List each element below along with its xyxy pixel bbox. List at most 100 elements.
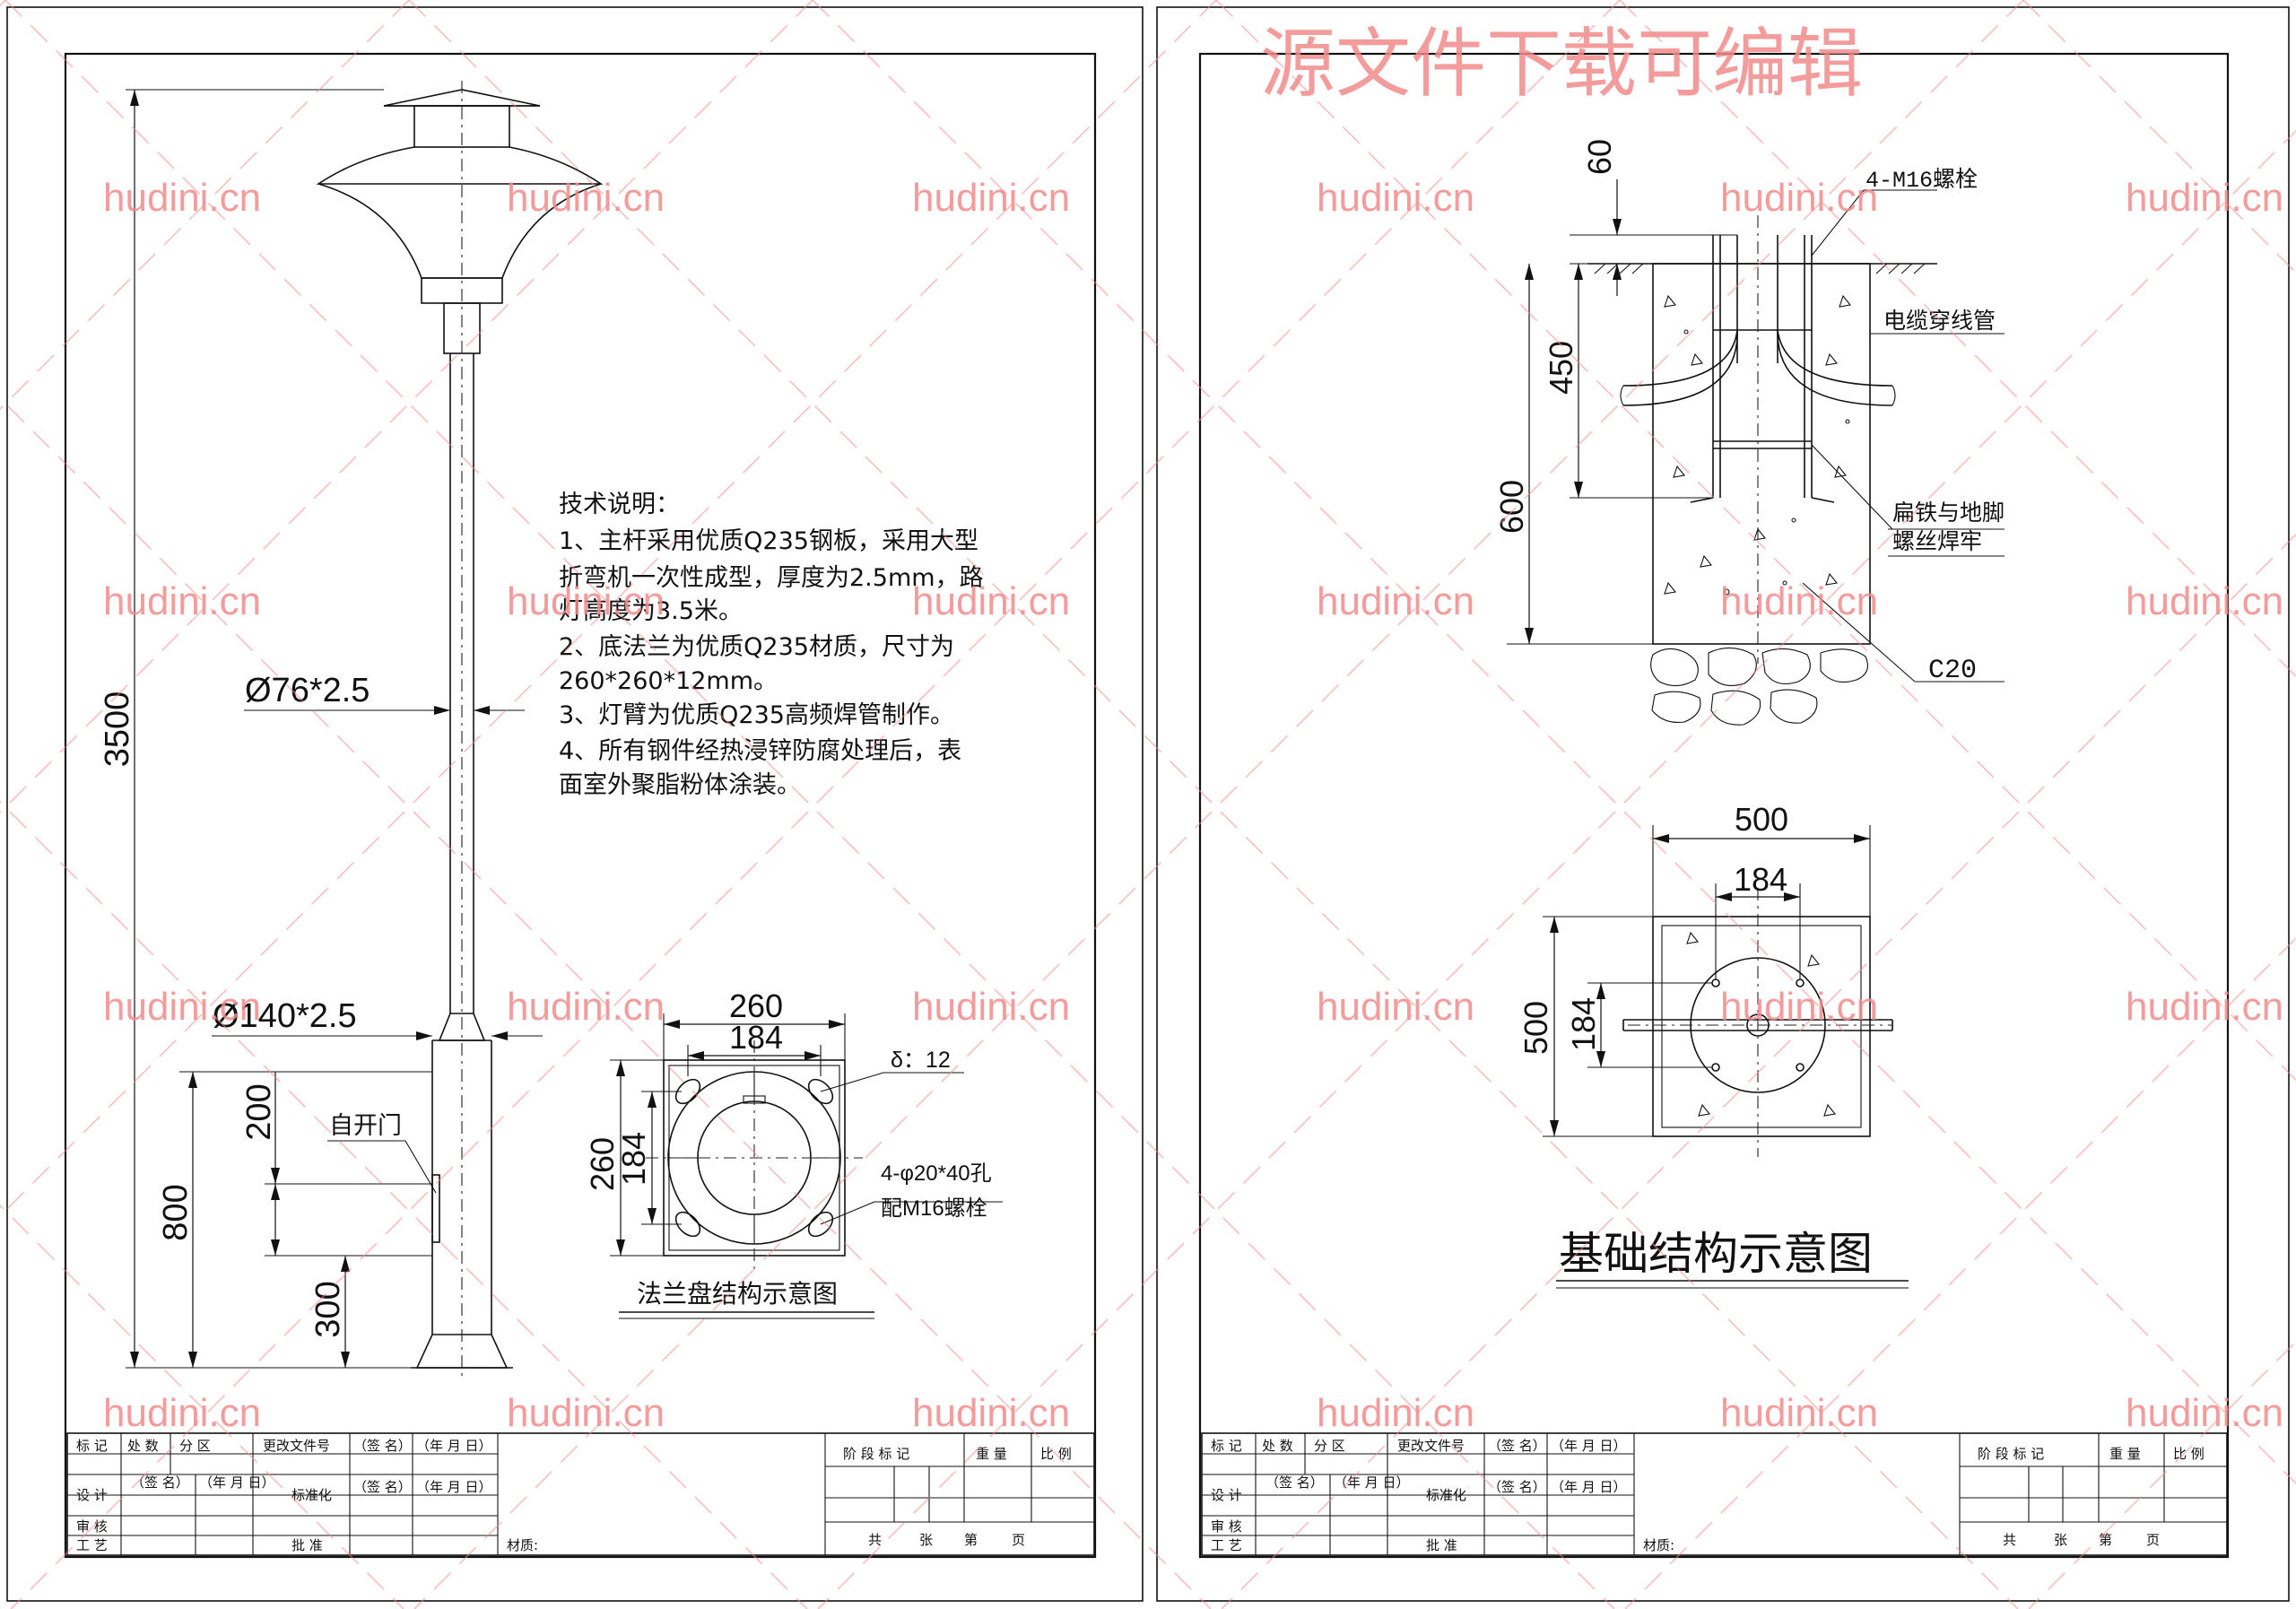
watermark-site-label: hudini.cn (1720, 985, 1878, 1029)
watermark-site-label: hudini.cn (507, 176, 665, 220)
tb-stage: 阶 段 标 记 (843, 1446, 909, 1462)
technical-notes: 技术说明： 1、主杆采用优质Q235钢板，采用大型 折弯机一次性成型，厚度为2.… (559, 491, 984, 799)
watermark-line (812, 0, 2296, 1485)
tb-r-sheets: 张 (2054, 1532, 2067, 1548)
pole-upper-diameter: Ø76*2.5 (245, 672, 370, 709)
tb-sign: （签 名） (353, 1438, 412, 1454)
tb-design-sign: （签 名） (131, 1474, 189, 1491)
tb-r-design-sign: （签 名） (1265, 1474, 1324, 1491)
notes-line-6: 3、灯臂为优质Q235高频焊管制作。 (559, 701, 954, 729)
watermark-line (1215, 0, 2296, 1082)
tb-count: 处 数 (127, 1438, 159, 1454)
plan-width-inner: 184 (1734, 861, 1787, 898)
watermark-site-label: hudini.cn (912, 579, 1070, 623)
bolt-label: 4-M16螺栓 (1866, 167, 1978, 194)
tb-std-sign: （签 名） (353, 1479, 412, 1495)
watermark-site-label: hudini.cn (2126, 176, 2283, 220)
flange-height-inner: 184 (615, 1132, 652, 1186)
foundation-caption: 基础结构示意图 (1559, 1229, 1873, 1279)
dim-lower: 800 200 300 自开门 (157, 1071, 437, 1368)
watermark-site-label: hudini.cn (507, 1391, 665, 1435)
pole-diameter-callouts: Ø76*2.5 Ø140*2.5 (212, 672, 543, 1040)
foundation-section: 60 450 600 4-M16螺栓 电缆穿线管 扁铁与地脚 螺丝焊牢 C20 (1493, 139, 2005, 726)
pole-lower-diameter: Ø140*2.5 (213, 997, 357, 1035)
notes-line-8: 面室外聚脂粉体涂装。 (559, 771, 801, 799)
left-title-block: 标 记 处 数 分 区 更改文件号 （签 名） （年 月 日） 设 计 （签 名… (66, 1432, 1095, 1556)
weld-label-1: 扁铁与地脚 (1892, 500, 2005, 527)
left-inner-border (64, 52, 1097, 1559)
tb-sheets: 张 (919, 1532, 933, 1548)
plan-width-outer: 500 (1735, 801, 1788, 838)
right-title-block: 标 记 处 数 分 区 更改文件号 （签 名） （年 月 日） 设 计 （签 名… (1201, 1432, 2228, 1556)
watermark-line (413, 0, 2024, 1609)
tb-change-doc: 更改文件号 (263, 1438, 330, 1454)
watermark-site-label: hudini.cn (507, 579, 665, 623)
tb-design-date: （年 月 日） (199, 1474, 275, 1491)
foundation-plan: 500 184 500 184 (1518, 801, 1893, 1157)
tb-r-material: 材质: (1643, 1537, 1674, 1553)
tb-r-pages: 页 (2146, 1532, 2160, 1548)
dim-300-label: 300 (309, 1281, 347, 1337)
tb-r-process: 工 艺 (1211, 1537, 1242, 1553)
tb-pages: 页 (1012, 1532, 1025, 1548)
tb-review: 审 核 (76, 1518, 108, 1535)
watermark-site-label: hudini.cn (1720, 579, 1878, 623)
tb-r-weight: 重 量 (2109, 1446, 2141, 1462)
notes-line-4: 2、底法兰为优质Q235材质，尺寸为 (559, 633, 954, 661)
dim-600-label: 600 (1493, 480, 1530, 534)
dim-800-label: 800 (157, 1184, 195, 1240)
watermark-site-label: hudini.cn (507, 985, 665, 1029)
tb-r-design: 设 计 (1211, 1487, 1242, 1503)
watermark-site-label: hudini.cn (1317, 985, 1474, 1029)
tb-mark: 标 记 (76, 1438, 108, 1454)
tb-r-total: 共 (2003, 1532, 2016, 1548)
tb-r-design-date: （年 月 日） (1334, 1474, 1410, 1491)
dim-200-label: 200 (240, 1083, 278, 1140)
watermark-site-label: hudini.cn (103, 176, 261, 220)
watermark-site-label: hudini.cn (1317, 1391, 1474, 1435)
tb-r-sign: （签 名） (1488, 1438, 1546, 1454)
tb-approve: 批 准 (291, 1537, 323, 1553)
watermark-line (0, 0, 6, 7)
right-sheet: 60 450 600 4-M16螺栓 电缆穿线管 扁铁与地脚 螺丝焊牢 C20 (1156, 6, 2290, 1602)
tb-r-standardize: 标准化 (1426, 1487, 1466, 1503)
flange-height-outer: 260 (584, 1137, 621, 1191)
watermark-line (1619, 0, 2296, 678)
watermark-line (2028, 1340, 2296, 1609)
watermark-site-label: hudini.cn (912, 1391, 1070, 1435)
tb-r-count: 处 数 (1262, 1438, 1293, 1454)
watermark-site-label: hudini.cn (1317, 176, 1474, 220)
lamp-head (316, 89, 604, 354)
tb-r-approve: 批 准 (1426, 1537, 1457, 1553)
watermark-site-label: hudini.cn (912, 985, 1070, 1029)
watermark-site-label: hudini.cn (2126, 985, 2283, 1029)
watermark-site-label: hudini.cn (103, 1391, 261, 1435)
notes-title: 技术说明： (559, 491, 680, 518)
watermark-site-label: hudini.cn (2126, 579, 2283, 623)
watermark-line (0, 0, 410, 411)
watermark-labels: hudini.cn hudini.cn hudini.cn hudini.cn hudi… (103, 176, 2283, 1435)
tb-r-review: 审 核 (1211, 1518, 1242, 1535)
door-label: 自开门 (329, 1112, 402, 1139)
tb-r-page: 第 (2099, 1532, 2112, 1548)
tb-standardize: 标准化 (291, 1487, 332, 1503)
tb-date: （年 月 日） (416, 1438, 492, 1454)
flange-caption: 法兰盘结构示意图 (637, 1280, 838, 1308)
watermark-line (408, 0, 2019, 1609)
watermark-site-label: hudini.cn (2126, 1391, 2283, 1435)
tb-total: 共 (868, 1532, 882, 1548)
tb-r-date: （年 月 日） (1551, 1438, 1627, 1454)
notes-line-5: 260*260*12mm。 (559, 667, 778, 695)
tb-r-change-doc: 更改文件号 (1397, 1438, 1465, 1454)
dim-3500-label: 3500 (99, 691, 136, 768)
tb-weight: 重 量 (976, 1446, 1007, 1462)
tb-r-zone: 分 区 (1314, 1438, 1345, 1454)
flange-holes-label: 4-φ20*40孔 (881, 1161, 992, 1186)
tb-r-scale: 比 例 (2173, 1446, 2205, 1462)
cable-label: 电缆穿线管 (1883, 309, 1996, 335)
tb-r-mark: 标 记 (1211, 1438, 1242, 1454)
plan-height-inner: 184 (1565, 997, 1602, 1051)
watermark-line (0, 0, 1217, 1218)
